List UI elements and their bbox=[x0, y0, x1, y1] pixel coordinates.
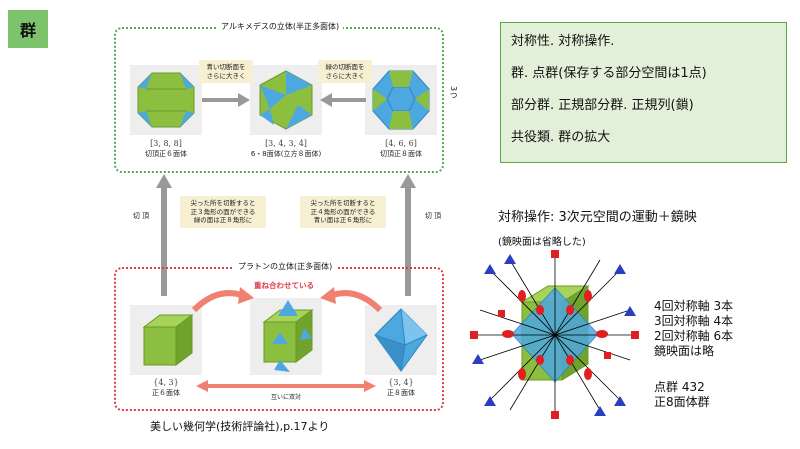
cuboctahedron-figure bbox=[259, 70, 313, 130]
truncation-label-right: 切 頂 bbox=[424, 212, 442, 220]
caption-truncated-cube: [3, 8, 8]切頂正６面体 bbox=[145, 139, 187, 158]
note-square-cut: 尖った所を切断すると正４角形の面ができる青い面は正６角形に bbox=[300, 196, 386, 228]
dual-arrow bbox=[196, 380, 376, 392]
caption-cube: {4, 3}正６面体 bbox=[152, 378, 180, 397]
summary-item: 部分群. 正規部分群. 正規列(鎖) bbox=[511, 98, 694, 113]
cuboctahedron-panel bbox=[250, 65, 322, 135]
caption-octahedron: {3, 4}正８面体 bbox=[387, 378, 415, 397]
axes-list: 4回対称軸 3本 3回対称軸 4本 2回対称軸 6本 鏡映面は略 bbox=[654, 299, 734, 358]
archimedean-label: アルキメデスの立体(半正多面体) bbox=[217, 21, 344, 32]
arrow-to-cuboctahedron-left bbox=[202, 93, 250, 107]
operation-title: 対称操作: 3次元空間の運動＋鏡映 bbox=[498, 210, 697, 225]
truncation-arrow-left bbox=[156, 174, 172, 296]
summary-box: 対称性. 対称操作. 群. 点群(保存する部分空間は1点) 部分群. 正規部分群… bbox=[500, 22, 787, 163]
title-badge: 群 bbox=[8, 10, 48, 48]
arrow-to-cuboctahedron-right bbox=[320, 93, 366, 107]
truncated-octahedron-figure bbox=[372, 70, 430, 130]
operation-subtitle: (鏡映面は省略した) bbox=[498, 237, 586, 248]
overlay-label: 重ね合わせている bbox=[254, 281, 314, 290]
note-triangle-cut: 尖った所を切断すると正３角形の面ができる緑の面は正８角形に bbox=[180, 196, 266, 228]
truncation-label-left: 切 頂 bbox=[132, 212, 150, 220]
source-citation: 美しい幾何学(技術評論社),p.17より bbox=[150, 420, 330, 433]
truncated-cube-panel bbox=[130, 65, 202, 135]
note-blue-cut: 青い切断面をさらに大きく bbox=[199, 60, 253, 83]
cube-octahedron-overlay-figure bbox=[262, 300, 314, 372]
three-count-label: 3つ bbox=[449, 86, 458, 100]
symmetry-axes-figure bbox=[470, 250, 639, 419]
octahedron-figure bbox=[374, 308, 428, 372]
curved-arrow-left bbox=[191, 287, 254, 313]
truncated-cube-figure bbox=[137, 72, 195, 128]
point-group-label: 点群 432 正8面体群 bbox=[654, 380, 710, 409]
octahedron-panel bbox=[365, 305, 437, 375]
platonic-label: プラトンの立体(正多面体) bbox=[234, 261, 337, 272]
caption-cuboctahedron: [3, 4, 3, 4]6・8面体(立方８面体) bbox=[250, 139, 322, 158]
curved-arrow-right bbox=[320, 287, 383, 313]
cube-panel bbox=[130, 305, 202, 375]
summary-item: 共役類. 群の拡大 bbox=[511, 130, 611, 145]
cube-figure bbox=[142, 314, 194, 366]
cube-octahedron-overlay-panel bbox=[250, 298, 322, 375]
truncated-octahedron-panel bbox=[365, 65, 437, 135]
note-green-cut: 緑の切断面をさらに大きく bbox=[318, 60, 372, 83]
dual-label: 互いに双対 bbox=[270, 394, 301, 401]
caption-truncated-octahedron: [4, 6, 6]切頂正８面体 bbox=[380, 139, 422, 158]
truncation-arrow-right bbox=[400, 174, 416, 296]
summary-item: 対称性. 対称操作. bbox=[511, 34, 615, 49]
summary-item: 群. 点群(保存する部分空間は1点) bbox=[511, 66, 707, 81]
